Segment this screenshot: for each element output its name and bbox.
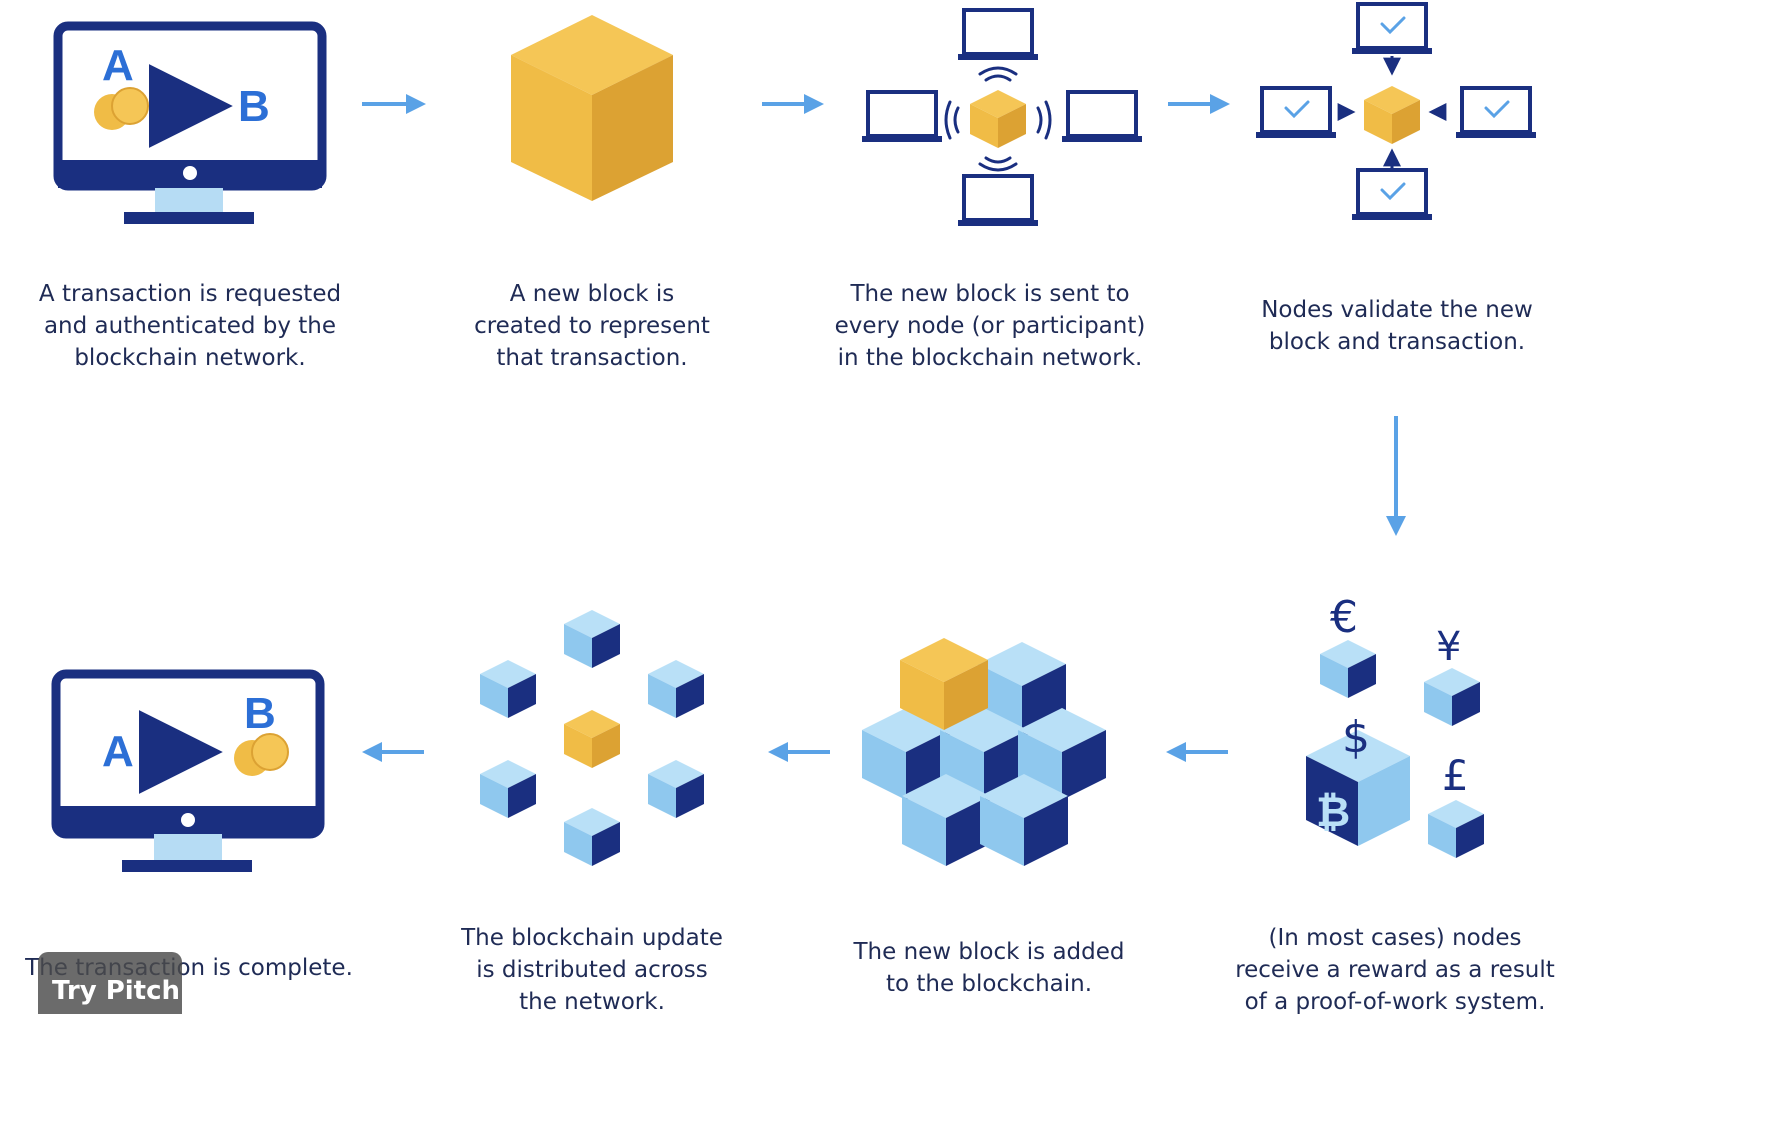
checkmark-icon	[1380, 182, 1406, 201]
dollar-icon: $	[1342, 712, 1370, 763]
broadcast-network-icon	[860, 8, 1144, 228]
letter-a-step8: A	[102, 727, 134, 776]
try-pitch-button[interactable]: Try Pitch	[38, 952, 182, 1014]
caption-step1: A transaction is requested and authentic…	[38, 281, 342, 371]
monitor-icon-step1	[53, 21, 327, 224]
checkmark-icon	[1284, 100, 1310, 119]
checkmark-icon	[1484, 100, 1510, 119]
caption-step5: (In most cases) nodes receive a reward a…	[1235, 925, 1555, 1015]
caption-step2: A new block is created to represent that…	[474, 281, 710, 371]
reward-currency-icon: € ¥ $ £ ₿	[1306, 592, 1484, 858]
distributed-network-icon	[480, 610, 704, 866]
blockchain-cluster-icon	[862, 638, 1106, 866]
yen-icon: ¥	[1436, 624, 1461, 670]
caption-step4: Nodes validate the new block and transac…	[1261, 297, 1533, 355]
monitor-icon-step8	[51, 669, 325, 872]
pound-icon: £	[1442, 751, 1469, 800]
caption-step6: The new block is added to the blockchain…	[853, 939, 1125, 997]
new-block-cube-icon	[511, 15, 673, 201]
letter-b-step1: B	[238, 82, 270, 131]
letter-a-step1: A	[102, 41, 134, 90]
euro-icon: €	[1330, 592, 1358, 643]
bitcoin-icon: ₿	[1316, 787, 1350, 836]
caption-step7: The blockchain update is distributed acr…	[461, 925, 723, 1015]
caption-step3: The new block is sent to every node (or …	[834, 281, 1146, 371]
coins-icon-step1	[94, 87, 149, 130]
validation-network-icon	[1254, 2, 1538, 222]
coins-icon-step8	[234, 733, 289, 776]
letter-b-step8: B	[244, 689, 276, 738]
checkmark-icon	[1380, 16, 1406, 35]
try-pitch-label: Try Pitch	[52, 976, 181, 1006]
